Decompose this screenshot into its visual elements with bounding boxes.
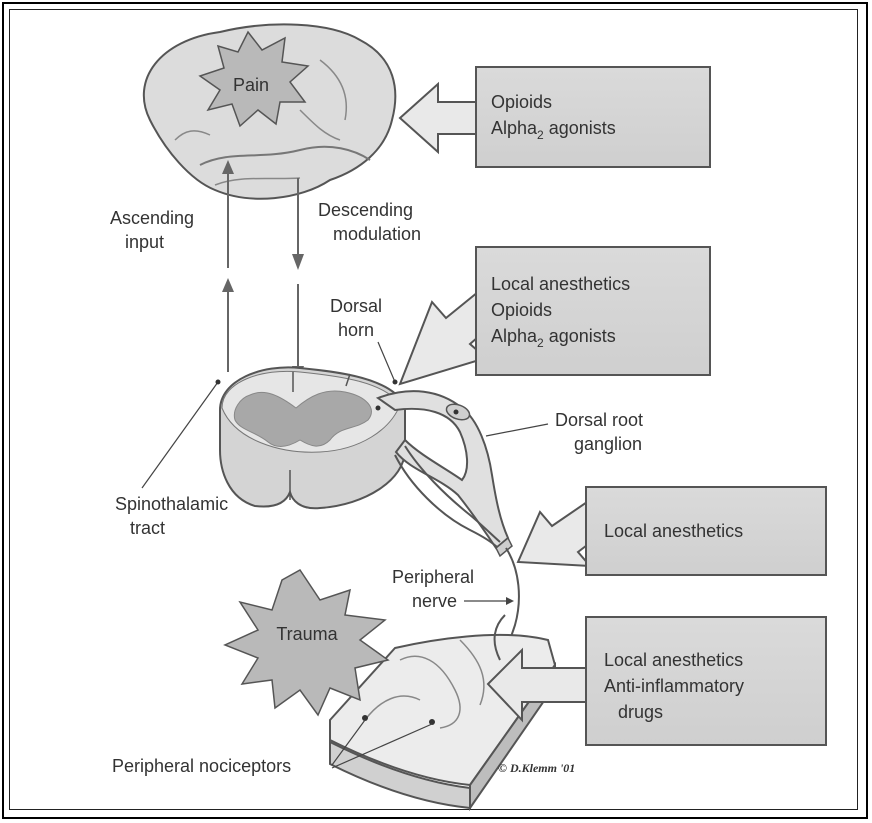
spinothalamic-pointer: [142, 382, 218, 488]
nerve-box-line1: Local anesthetics: [604, 521, 743, 541]
drg-pointer: [486, 424, 548, 436]
brain-drug-box: [476, 67, 710, 167]
brain-drug-arrow: [400, 84, 478, 152]
dorsal-horn-pointer-dot: [393, 380, 398, 385]
dorsal-horn-pointer: [378, 342, 395, 382]
dorsal-horn-box-line2: Opioids: [491, 300, 552, 320]
credit-signature: © D.Klemm '01: [498, 761, 575, 775]
pain-label: Pain: [233, 75, 269, 95]
peripheral-nerve-label-line2: nerve: [412, 591, 457, 611]
peripheral-nerve-pointer-head: [506, 597, 514, 605]
periphery-box-line1: Local anesthetics: [604, 650, 743, 670]
descending-label-line1: Descending: [318, 200, 413, 220]
drg-label-line1: Dorsal root: [555, 410, 643, 430]
peripheral-nerve-label-line1: Peripheral: [392, 567, 474, 587]
ascending-label-line1: Ascending: [110, 208, 194, 228]
brain-box-line1: Opioids: [491, 92, 552, 112]
spinal-cord-cross-section: [220, 367, 405, 508]
descending-label-line2: modulation: [333, 224, 421, 244]
periphery-box-line2: Anti-inflammatory: [604, 676, 744, 696]
dorsal-horn-label-line2: horn: [338, 320, 374, 340]
spinothalamic-label-line1: Spinothalamic: [115, 494, 228, 514]
periphery-box-line3: drugs: [618, 702, 663, 722]
ascending-label-line2: input: [125, 232, 164, 252]
trauma-label: Trauma: [276, 624, 338, 644]
drg-label-line2: ganglion: [574, 434, 642, 454]
dorsal-horn-label-line1: Dorsal: [330, 296, 382, 316]
spinothalamic-pointer-dot: [216, 380, 221, 385]
dorsal-horn-box-line1: Local anesthetics: [491, 274, 630, 294]
nociceptors-label: Peripheral nociceptors: [112, 756, 291, 776]
descending-arrow: [292, 178, 304, 382]
spinothalamic-label-line2: tract: [130, 518, 165, 538]
